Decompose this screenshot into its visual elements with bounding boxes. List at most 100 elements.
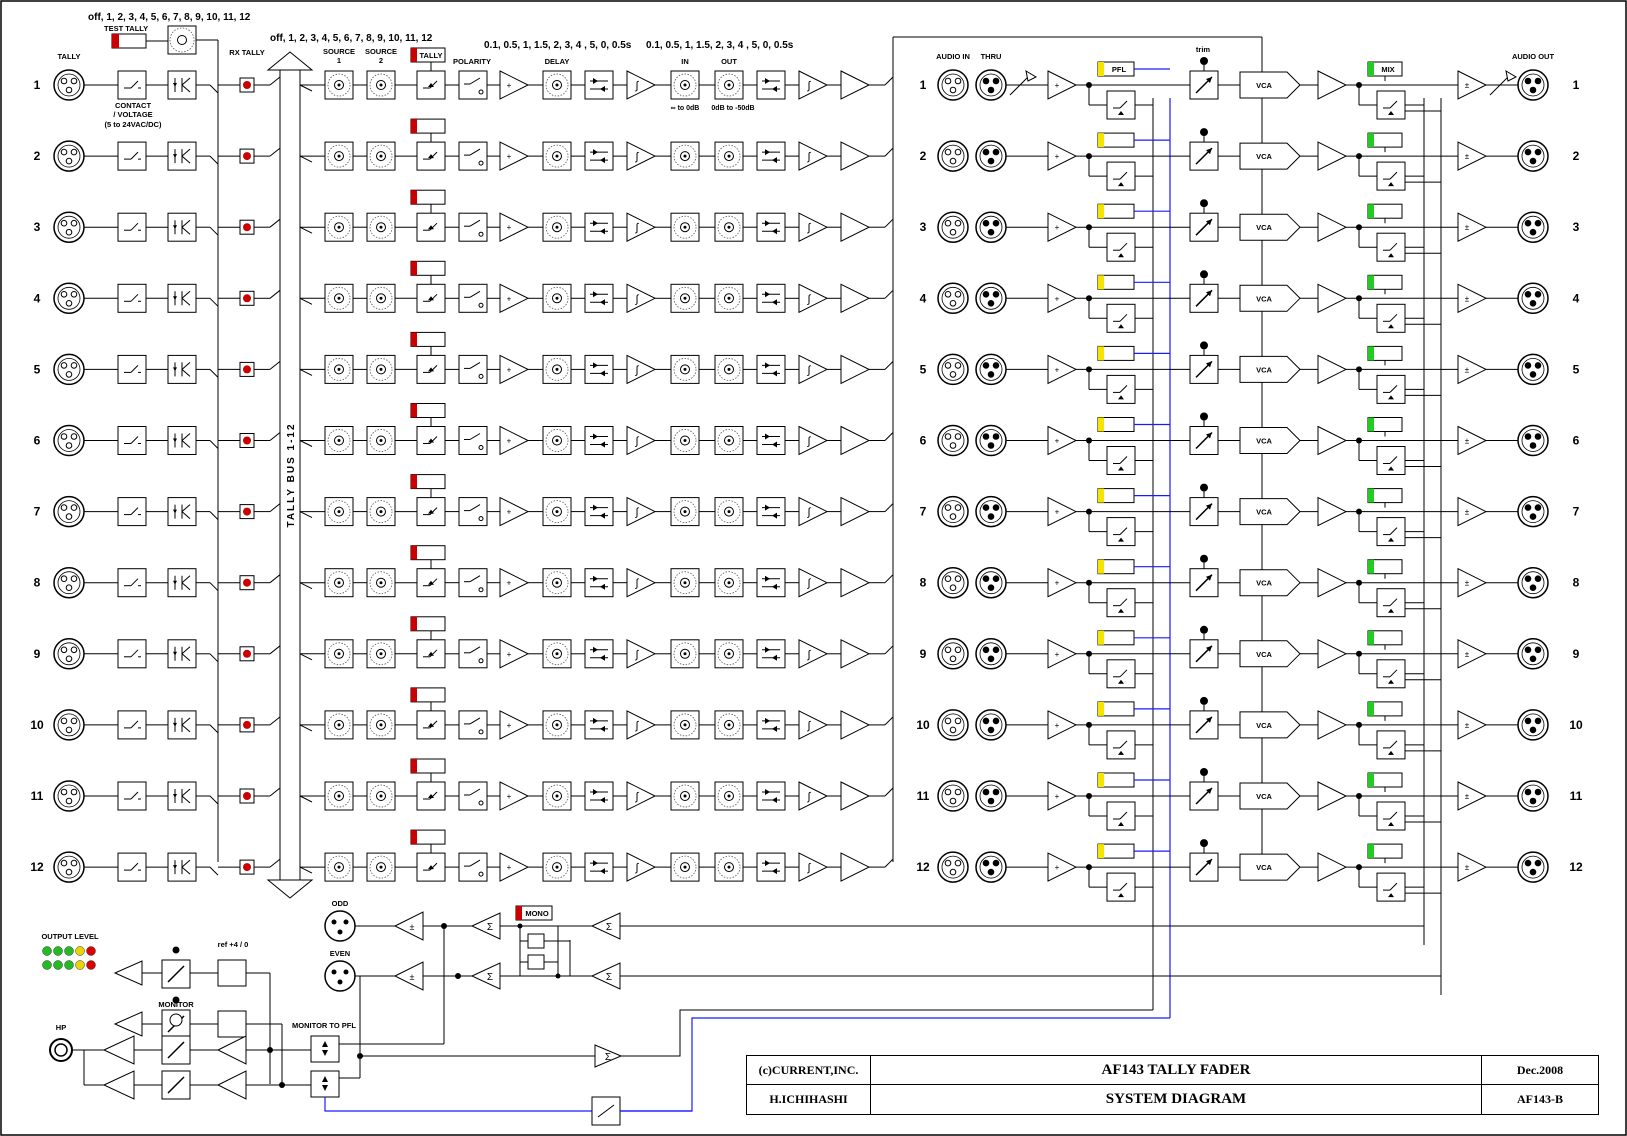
rotary-switch-icon[interactable] [714, 852, 744, 882]
xlr-male-icon[interactable] [975, 424, 1007, 457]
mix-button[interactable] [1367, 274, 1403, 290]
mix-button[interactable] [1367, 132, 1403, 148]
polarity-switch-icon[interactable] [458, 639, 488, 669]
mix-button[interactable] [1367, 772, 1403, 788]
pfl-button[interactable] [1097, 132, 1135, 148]
rotary-switch-icon[interactable] [542, 354, 572, 384]
xlr-female-icon[interactable] [53, 282, 85, 315]
rotary-switch-icon[interactable] [324, 141, 354, 171]
rotary-switch-icon[interactable] [714, 141, 744, 171]
rotary-switch-icon[interactable] [324, 283, 354, 313]
xlr-female-icon[interactable] [937, 424, 969, 457]
rotary-switch-icon[interactable] [542, 141, 572, 171]
xlr-female-icon[interactable] [937, 69, 969, 101]
tally-button[interactable] [410, 260, 446, 276]
polarity-switch-icon[interactable] [458, 212, 488, 242]
rotary-switch-icon[interactable] [324, 426, 354, 455]
xlr-male-icon[interactable] [1517, 140, 1549, 172]
xlr-male-icon[interactable] [975, 211, 1007, 243]
pfl-button[interactable] [1097, 630, 1135, 646]
rotary-switch-icon[interactable] [366, 354, 396, 384]
mix-button[interactable] [1367, 843, 1403, 859]
tally-button[interactable] [410, 758, 446, 774]
rotary-switch-icon[interactable] [366, 212, 396, 242]
rotary-switch-icon[interactable] [542, 70, 572, 100]
ref-switch-1[interactable] [217, 959, 247, 987]
pfl-button[interactable] [1097, 274, 1135, 290]
rotary-switch-icon[interactable] [542, 283, 572, 313]
rotary-switch-icon[interactable] [324, 781, 354, 811]
xlr-male-icon[interactable] [975, 851, 1007, 883]
pfl-button[interactable] [1097, 417, 1135, 432]
rotary-switch-icon[interactable] [324, 710, 354, 740]
xlr-male-icon[interactable] [975, 709, 1007, 741]
xlr-female-icon[interactable] [53, 140, 85, 172]
rotary-switch-icon[interactable] [542, 426, 572, 455]
rotary-switch-icon[interactable] [714, 781, 744, 811]
xlr-male-icon[interactable] [1517, 495, 1549, 528]
mix-button[interactable] [1367, 630, 1403, 646]
xlr-male-icon[interactable] [1517, 424, 1549, 457]
rotary-switch-icon[interactable] [670, 639, 700, 669]
xlr-female-icon[interactable] [53, 566, 85, 599]
xlr-male-icon[interactable] [975, 780, 1007, 812]
xlr-female-icon[interactable] [53, 495, 85, 528]
mix-button[interactable] [1367, 203, 1403, 219]
rotary-switch-icon[interactable] [324, 497, 354, 527]
xlr-female-icon[interactable] [937, 566, 969, 599]
xlr-male-icon[interactable] [975, 638, 1007, 670]
polarity-switch-icon[interactable] [458, 710, 488, 740]
tally-button[interactable] [410, 829, 446, 845]
test-tally-rotary-icon[interactable] [167, 25, 197, 55]
rotary-switch-icon[interactable] [542, 710, 572, 740]
rotary-switch-icon[interactable] [670, 568, 700, 598]
rotary-switch-icon[interactable] [366, 568, 396, 598]
xlr-male-icon[interactable] [975, 69, 1007, 101]
monitor-to-pfl-switch-2[interactable] [310, 1070, 340, 1098]
rotary-switch-icon[interactable] [670, 781, 700, 811]
pfl-button[interactable] [1097, 203, 1135, 219]
rotary-switch-icon[interactable] [670, 70, 700, 100]
xlr-female-icon[interactable] [53, 780, 85, 812]
rotary-switch-icon[interactable] [670, 212, 700, 242]
rotary-switch-icon[interactable] [714, 283, 744, 313]
xlr-male-icon[interactable] [1517, 282, 1549, 315]
xlr-female-icon[interactable] [937, 140, 969, 172]
mix-button[interactable] [1367, 417, 1403, 432]
xlr-male-icon[interactable] [1517, 780, 1549, 812]
xlr-female-icon[interactable] [937, 851, 969, 883]
xlr-male-icon[interactable] [1517, 566, 1549, 599]
rotary-switch-icon[interactable] [324, 354, 354, 384]
pfl-switch-icon[interactable] [1106, 588, 1136, 618]
xlr-female-icon[interactable] [53, 709, 85, 741]
rotary-switch-icon[interactable] [714, 212, 744, 242]
polarity-switch-icon[interactable] [458, 568, 488, 598]
xlr-female-icon[interactable] [53, 69, 85, 101]
rotary-switch-icon[interactable] [366, 710, 396, 740]
tally-button[interactable] [410, 545, 446, 561]
xlr-male-icon[interactable] [975, 353, 1007, 386]
xlr-female-icon[interactable] [937, 211, 969, 243]
xlr-male-icon[interactable] [1517, 638, 1549, 670]
xlr-male-icon[interactable] [1517, 851, 1549, 883]
xlr-female-icon[interactable] [53, 353, 85, 386]
xlr-male-icon[interactable] [1517, 211, 1549, 243]
rotary-switch-icon[interactable] [670, 141, 700, 171]
rotary-switch-icon[interactable] [542, 212, 572, 242]
xlr-male-icon[interactable] [1517, 353, 1549, 386]
polarity-switch-icon[interactable] [458, 141, 488, 171]
rotary-switch-icon[interactable] [366, 426, 396, 455]
rotary-switch-icon[interactable] [324, 568, 354, 598]
rotary-switch-icon[interactable] [670, 283, 700, 313]
rotary-switch-icon[interactable] [542, 497, 572, 527]
xlr-female-icon[interactable] [937, 638, 969, 670]
pfl-button[interactable] [1097, 772, 1135, 788]
rotary-switch-icon[interactable] [670, 354, 700, 384]
pfl-button[interactable] [1097, 701, 1135, 717]
rotary-switch-icon[interactable] [542, 568, 572, 598]
tally-button[interactable] [410, 687, 446, 703]
polarity-switch-icon[interactable] [458, 283, 488, 313]
rotary-switch-icon[interactable] [670, 426, 700, 455]
xlr-male-icon[interactable] [975, 566, 1007, 599]
rotary-switch-icon[interactable] [366, 141, 396, 171]
